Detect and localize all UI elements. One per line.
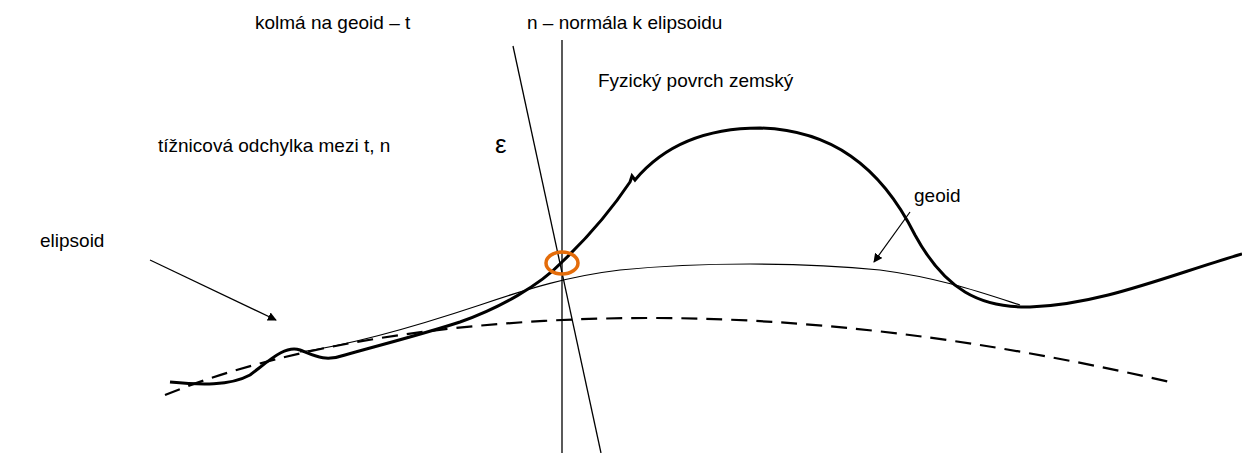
normal-line-label: n – normála k elipsoidu	[527, 12, 722, 34]
plumb-line	[513, 46, 601, 453]
ellipsoid-normal-line	[561, 40, 562, 453]
ellipsoid-leader	[150, 260, 276, 320]
surface-point	[546, 252, 578, 274]
earth-surface-curve	[170, 128, 1242, 384]
deflection-label: tížnicová odchylka mezi t, n	[158, 135, 390, 157]
surface-label: Fyzický povrch zemský	[598, 70, 793, 92]
geoid-label: geoid	[914, 185, 961, 207]
ellipsoid-label: elipsoid	[40, 230, 104, 252]
geoid-leader	[874, 212, 910, 262]
epsilon-symbol: ε	[495, 130, 507, 160]
plumb-line-label: kolmá na geoid – t	[255, 12, 410, 34]
